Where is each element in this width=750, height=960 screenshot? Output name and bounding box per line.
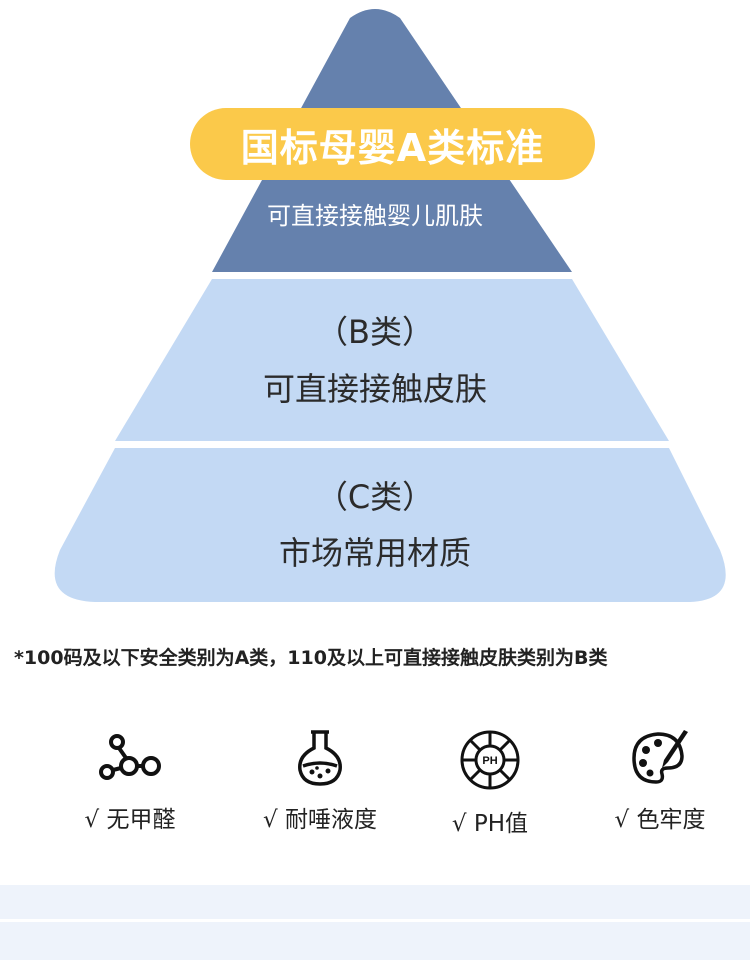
feature-label-formaldehyde: √ 无甲醛 — [84, 807, 176, 833]
feature-item: PH √ PH值 — [405, 728, 575, 838]
feature-item: √ 色牢度 — [575, 728, 745, 834]
feature-label-colorfastness: √ 色牢度 — [614, 807, 706, 833]
base-tier-desc: 市场常用材质 — [278, 534, 471, 572]
bottom-band — [0, 885, 750, 919]
a-class-badge: 国标母婴A类标准 — [190, 108, 595, 180]
feature-item: √ 无甲醛 — [45, 728, 215, 834]
middle-tier-class: （B类） — [316, 313, 434, 351]
palette-icon — [632, 730, 688, 784]
ph-dial-icon: PH — [460, 730, 520, 790]
feature-label-ph: √ PH值 — [451, 811, 529, 837]
bottom-band — [0, 922, 750, 960]
flask-icon — [298, 730, 342, 786]
top-tier-subtitle: 可直接接触婴儿肌肤 — [267, 202, 483, 230]
pyramid-graphic — [54, 9, 726, 602]
feature-item: √ 耐唾液度 — [235, 728, 405, 834]
pyramid-middle-tier — [115, 279, 669, 441]
molecule-icon — [99, 734, 161, 780]
footnote: *100码及以下安全类别为A类，110及以上可直接接触皮肤类别为B类 — [14, 647, 608, 669]
ph-dial-text: PH — [482, 755, 497, 767]
middle-tier-desc: 可直接接触皮肤 — [262, 370, 487, 408]
base-tier-class: （C类） — [315, 478, 435, 516]
feature-list: √ 无甲醛 √ 耐唾液度 — [0, 728, 750, 838]
pyramid-base-tier — [54, 448, 726, 602]
feature-label-saliva: √ 耐唾液度 — [263, 807, 377, 833]
